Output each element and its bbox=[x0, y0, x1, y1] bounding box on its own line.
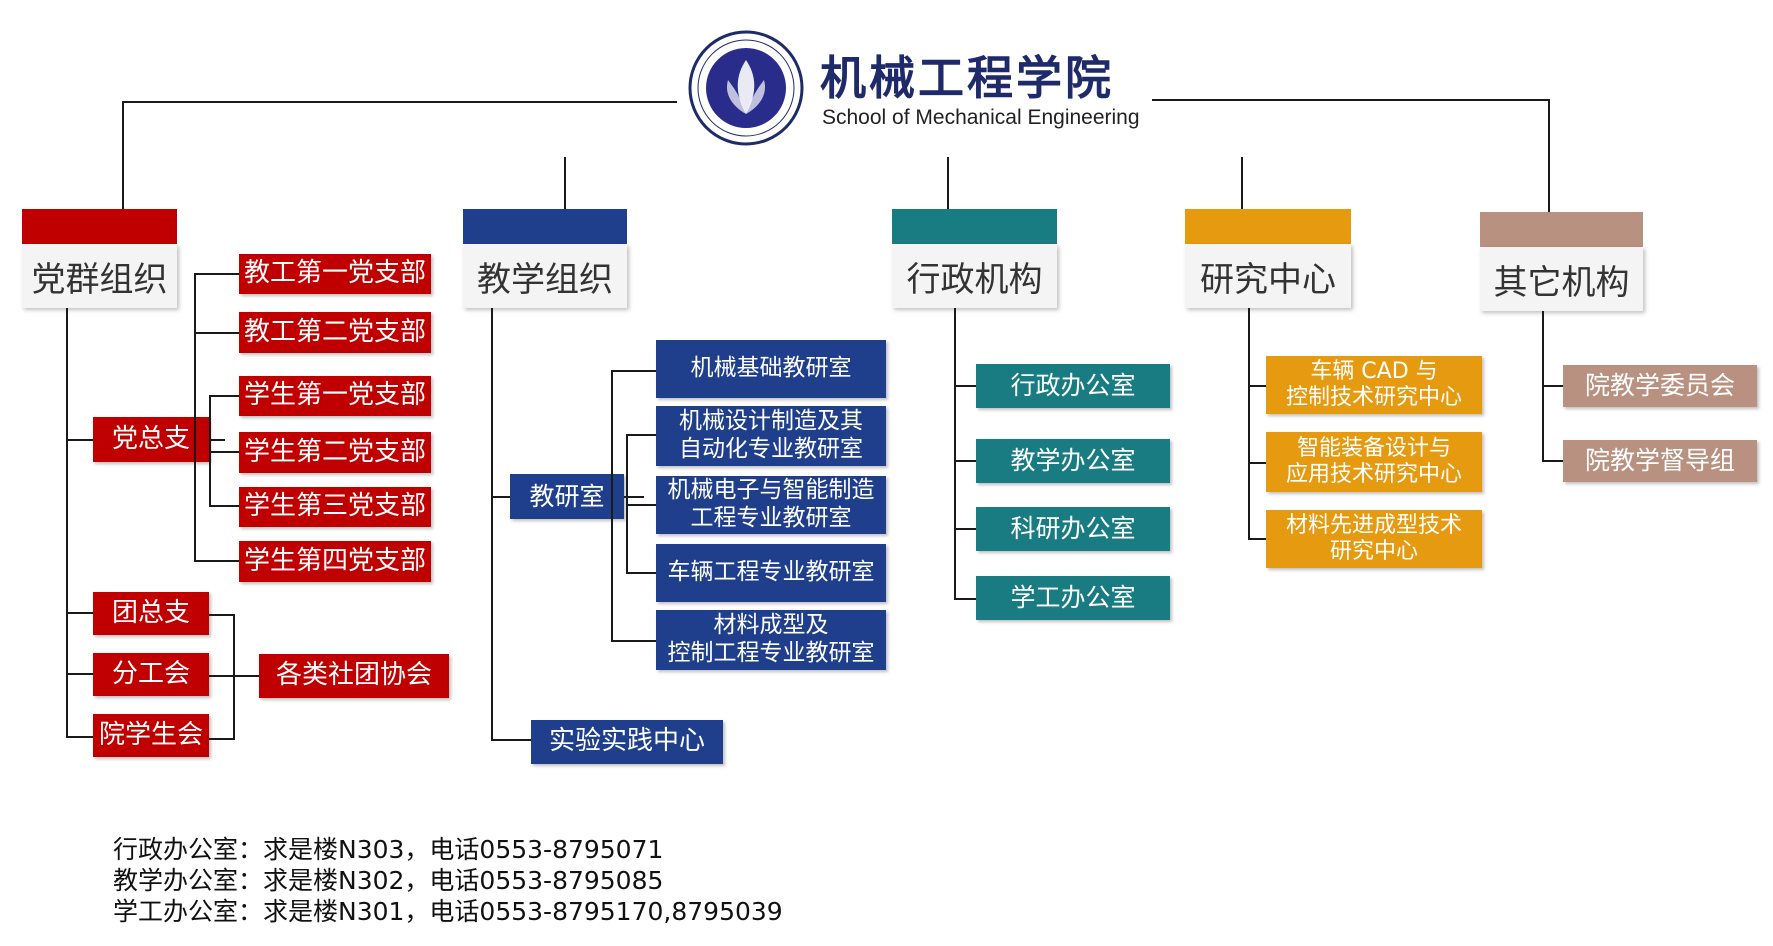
connector bbox=[611, 370, 656, 372]
teaching-section-5: 材料成型及 控制工程专业教研室 bbox=[656, 610, 886, 670]
category-bar-admin bbox=[892, 209, 1057, 249]
connector bbox=[954, 598, 976, 600]
connector bbox=[194, 332, 239, 334]
connector bbox=[122, 101, 124, 209]
teaching-section-1: 机械基础教研室 bbox=[656, 340, 886, 398]
research-center-1: 车辆 CAD 与 控制技术研究中心 bbox=[1266, 356, 1482, 414]
party-branch-5: 学生第三党支部 bbox=[239, 487, 431, 527]
category-bar-other bbox=[1480, 212, 1643, 252]
category-teaching: 教学组织 bbox=[463, 244, 627, 308]
category-bar-teaching bbox=[463, 209, 627, 249]
school-logo bbox=[688, 30, 804, 146]
category-bar-party bbox=[22, 209, 177, 249]
connector bbox=[1548, 99, 1550, 212]
connector bbox=[626, 572, 656, 574]
connector bbox=[611, 370, 613, 642]
contact-line-admin: 行政办公室：求是楼N303，电话0553-8795071 bbox=[113, 835, 664, 864]
connector bbox=[1248, 385, 1266, 387]
connector bbox=[611, 640, 656, 642]
student-union: 院学生会 bbox=[93, 714, 209, 757]
connector bbox=[1241, 157, 1243, 209]
contact-line-student-affairs: 学工办公室：求是楼N301，电话0553-8795170,8795039 bbox=[113, 897, 783, 926]
party-branch-3: 学生第一党支部 bbox=[239, 376, 431, 416]
connector bbox=[194, 273, 196, 562]
connector bbox=[209, 451, 239, 453]
category-admin: 行政机构 bbox=[892, 244, 1057, 308]
research-center-3: 材料先进成型技术 研究中心 bbox=[1266, 510, 1482, 568]
party-general-branch: 党总支 bbox=[93, 417, 209, 462]
connector bbox=[1248, 308, 1250, 540]
connector bbox=[122, 101, 677, 103]
connector bbox=[66, 736, 93, 738]
connector bbox=[954, 460, 976, 462]
connector bbox=[209, 614, 233, 616]
connector bbox=[624, 496, 644, 498]
category-other: 其它机构 bbox=[1480, 247, 1643, 311]
youth-league: 团总支 bbox=[93, 592, 209, 635]
lab-practice-center: 实验实践中心 bbox=[531, 720, 723, 764]
teaching-committee: 院教学委员会 bbox=[1563, 365, 1757, 407]
connector bbox=[209, 675, 233, 677]
connector bbox=[66, 308, 68, 738]
connector bbox=[491, 496, 510, 498]
admin-office-3: 科研办公室 bbox=[976, 507, 1170, 551]
admin-office-1: 行政办公室 bbox=[976, 364, 1170, 408]
connector bbox=[954, 308, 956, 600]
admin-office-4: 学工办公室 bbox=[976, 576, 1170, 620]
school-subtitle: School of Mechanical Engineering bbox=[822, 106, 1140, 129]
connector bbox=[233, 675, 259, 677]
party-branch-2: 教工第二党支部 bbox=[239, 312, 431, 353]
party-branch-1: 教工第一党支部 bbox=[239, 254, 431, 294]
teaching-section-2: 机械设计制造及其 自动化专业教研室 bbox=[656, 406, 886, 466]
connector bbox=[564, 157, 566, 209]
connector bbox=[66, 673, 93, 675]
admin-office-2: 教学办公室 bbox=[976, 439, 1170, 483]
connector bbox=[954, 528, 976, 530]
research-center-2: 智能装备设计与 应用技术研究中心 bbox=[1266, 432, 1482, 492]
connector bbox=[1152, 99, 1550, 101]
connector bbox=[209, 395, 239, 397]
connector bbox=[1248, 538, 1266, 540]
connector bbox=[1248, 462, 1266, 464]
connector bbox=[491, 308, 493, 741]
contact-line-teaching: 教学办公室：求是楼N302，电话0553-8795085 bbox=[113, 866, 664, 895]
connector bbox=[954, 385, 976, 387]
school-title: 机械工程学院 bbox=[820, 51, 1114, 105]
connector bbox=[626, 504, 656, 506]
connector bbox=[1542, 385, 1563, 387]
teaching-research-dept: 教研室 bbox=[510, 474, 624, 519]
connector bbox=[626, 434, 656, 436]
trade-union: 分工会 bbox=[93, 653, 209, 696]
teaching-supervision-group: 院教学督导组 bbox=[1563, 440, 1757, 482]
connector bbox=[1542, 460, 1563, 462]
connector bbox=[194, 273, 239, 275]
category-research: 研究中心 bbox=[1185, 244, 1351, 308]
connector bbox=[209, 439, 225, 441]
party-branch-4: 学生第二党支部 bbox=[239, 432, 431, 473]
category-bar-research bbox=[1185, 209, 1351, 249]
teaching-section-3: 机械电子与智能制造 工程专业教研室 bbox=[656, 476, 886, 534]
connector bbox=[233, 614, 235, 740]
teaching-section-4: 车辆工程专业教研室 bbox=[656, 544, 886, 602]
student-clubs: 各类社团协会 bbox=[259, 654, 449, 698]
connector bbox=[66, 439, 93, 441]
party-branch-6: 学生第四党支部 bbox=[239, 541, 431, 582]
connector bbox=[491, 739, 531, 741]
connector bbox=[209, 505, 239, 507]
connector bbox=[66, 612, 93, 614]
connector bbox=[194, 560, 239, 562]
connector bbox=[209, 738, 233, 740]
category-party: 党群组织 bbox=[22, 244, 177, 308]
connector bbox=[947, 157, 949, 209]
